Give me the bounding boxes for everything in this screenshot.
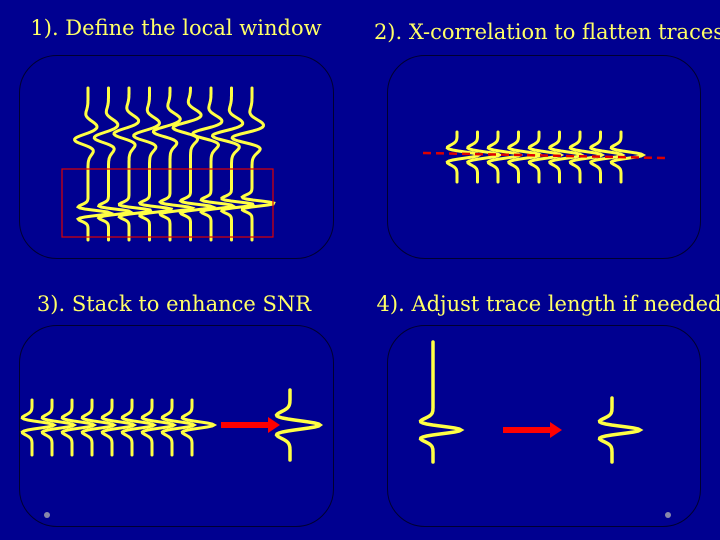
- alignment-dashed-line: [422, 151, 666, 160]
- panel-1-trace: [92, 86, 135, 242]
- panel-2-trace: [507, 130, 544, 184]
- panel-2-trace: [589, 130, 626, 184]
- slide-dot: [44, 512, 50, 518]
- panel-3-trace: [60, 398, 98, 457]
- stack-arrow-head: [268, 417, 280, 433]
- slide-dot: [665, 512, 671, 518]
- panel-1-trace: [73, 86, 115, 242]
- panel-3-trace: [140, 398, 178, 457]
- trim-arrow-head: [550, 422, 562, 438]
- panel-2-trace: [466, 130, 503, 184]
- panel-4-title: 4). Adjust trace length if needed: [376, 292, 720, 316]
- panel-2-trace: [527, 130, 565, 184]
- panel-1: [19, 55, 334, 259]
- panel-3-trace: [100, 398, 138, 457]
- panel-1-trace: [132, 86, 174, 242]
- trimmed-trace: [597, 396, 644, 464]
- panel-3-trace: [20, 398, 58, 457]
- local-window-box: [61, 168, 274, 238]
- panel-1-trace: [171, 86, 217, 242]
- panel-3-trace: [80, 398, 118, 457]
- panel-2-trace: [445, 130, 483, 184]
- panel-3-trace: [40, 398, 78, 457]
- panel-1-title: 1). Define the local window: [30, 16, 322, 40]
- stacked-trace: [274, 388, 324, 462]
- panel-1-trace: [151, 86, 196, 242]
- panel-3-title: 3). Stack to enhance SNR: [36, 292, 312, 316]
- long-trace: [418, 340, 465, 464]
- panel-1-trace: [112, 86, 153, 242]
- panel-2-title: 2). X-correlation to flatten traces: [373, 20, 720, 44]
- panel-1-trace: [210, 86, 256, 242]
- panel-2-trace: [548, 130, 585, 184]
- panel-1-trace: [191, 86, 237, 242]
- panel-3-trace: [120, 398, 158, 457]
- panel-3-trace: [180, 398, 218, 457]
- panel-3-trace: [160, 398, 198, 457]
- panel-1-trace: [230, 86, 276, 242]
- panel-2-trace: [486, 130, 524, 184]
